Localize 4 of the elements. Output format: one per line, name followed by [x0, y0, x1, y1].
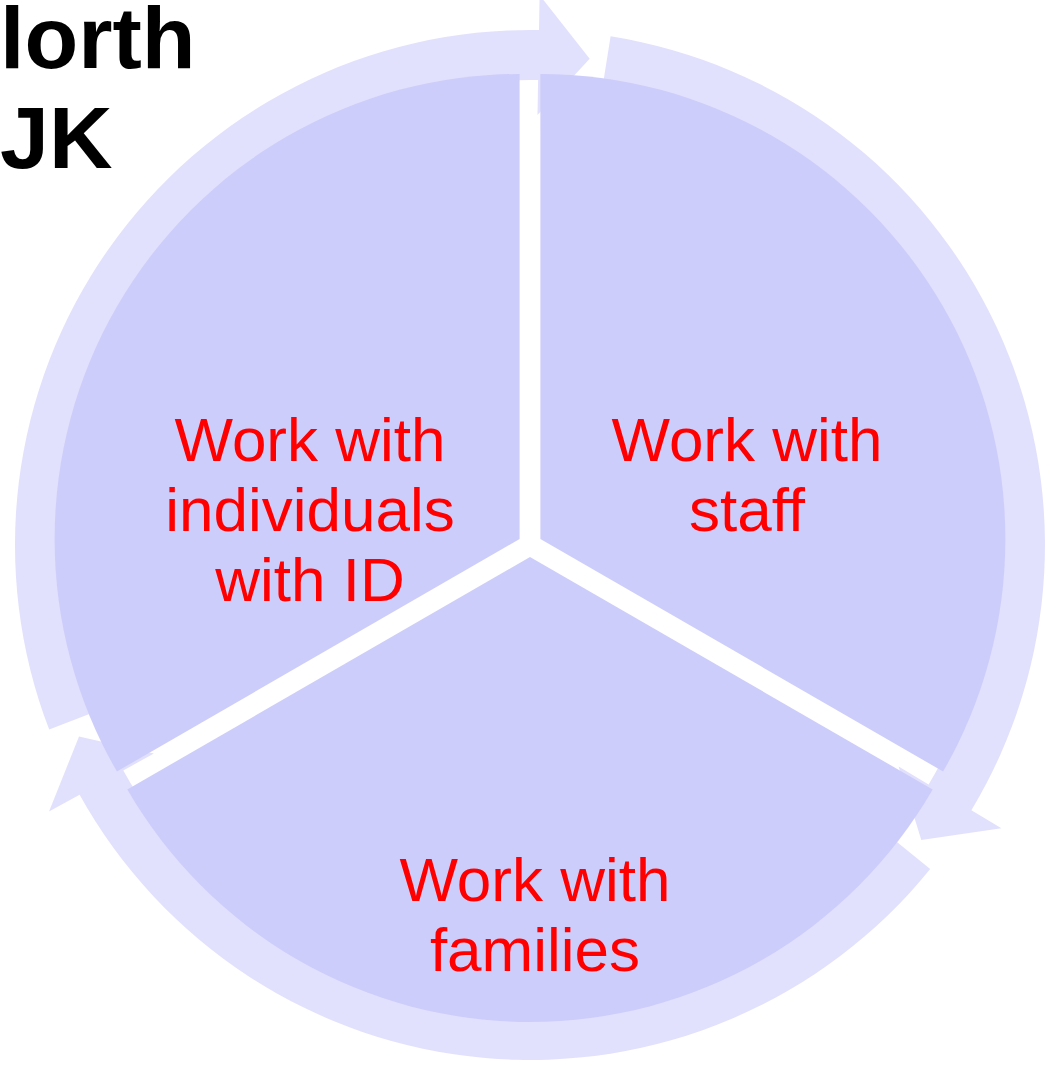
segment-label: Work with individuals with ID [164, 405, 456, 615]
segment-label: Work with families [398, 845, 672, 985]
segment-label: Work with staff [610, 405, 884, 545]
title: lorth JK [0, 0, 197, 188]
